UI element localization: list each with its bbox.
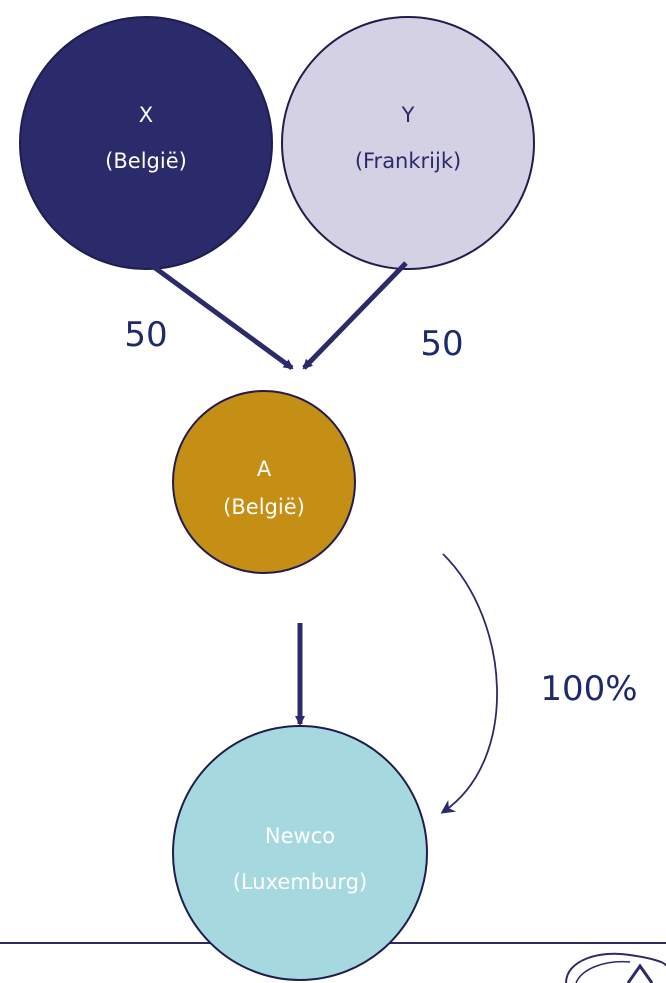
node-newco-circle — [172, 725, 428, 981]
node-x: X (België) — [19, 16, 273, 270]
node-y: Y (Frankrijk) — [281, 16, 535, 270]
node-a-country: (België) — [223, 495, 305, 519]
node-newco: Newco (Luxemburg) — [172, 725, 428, 981]
edge-x-to-a-label: 50 — [124, 315, 167, 355]
node-y-name: Y — [401, 103, 415, 127]
node-a-name: A — [257, 457, 272, 481]
node-x-circle — [19, 16, 273, 270]
edge-a-to-newco-label: 100% — [540, 669, 637, 709]
node-x-country: (België) — [105, 149, 187, 173]
node-y-circle — [281, 16, 535, 270]
node-a: A (België) — [172, 390, 445, 574]
node-x-name: X — [139, 103, 153, 127]
logo — [565, 952, 666, 983]
node-a-circle — [172, 390, 356, 574]
node-y-country: (Frankrijk) — [355, 149, 461, 173]
edge-x-to-a — [145, 259, 294, 371]
node-newco-country: (Luxemburg) — [233, 870, 367, 894]
node-a-main-share — [173, 391, 355, 573]
edge-y-to-a-label: 50 — [420, 324, 463, 364]
node-newco-name: Newco — [265, 824, 335, 848]
edge-y-to-a — [302, 261, 408, 370]
node-a-minor-share — [355, 391, 445, 573]
curved-arrow-a-to-newco — [440, 553, 498, 814]
